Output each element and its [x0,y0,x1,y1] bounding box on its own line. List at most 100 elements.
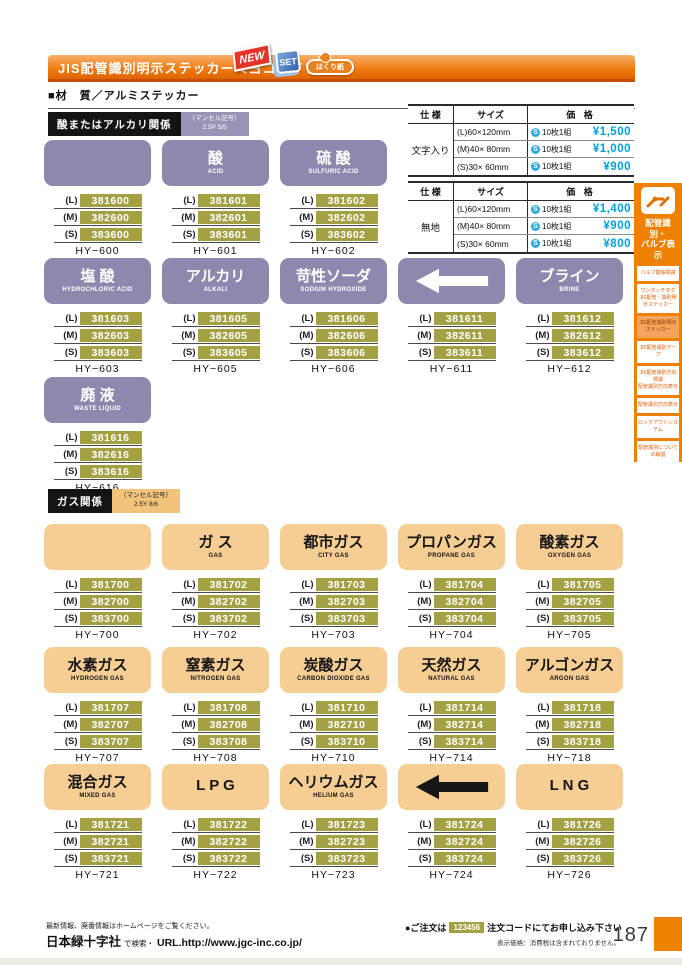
order-code-row: (L) 381611 [407,311,496,327]
product-row-alkali-2: 塩 酸 HYDROCHLORIC ACID (L) 381603 (M) [44,258,636,375]
size-label: (M) [299,596,314,607]
sidebar-item[interactable]: JIS配管識別方向標識 配管識別方向表示 [637,365,679,395]
price-rows: (L)60×120mm S 10枚1組 ¥1,400 (M)40× 80mm S [454,201,634,252]
sticker-title-jp: 酸素ガス [539,534,600,552]
order-code: 381708 [197,701,260,714]
order-code-row: (L) 381702 [171,577,260,593]
size-label: (M) [535,330,550,341]
price-table-plain: 仕 様 サイズ 価 格 無地 (L)60×120mm S 10枚1組 ¥1,40… [408,181,634,254]
sidebar-item[interactable]: 配管識別方向表示 [637,397,679,413]
search-hint: で検索・ [124,939,155,948]
order-code-table: (L) 381611 (M) 382611 (S) 383611 [407,311,496,361]
order-code-row: (L) 381714 [407,700,496,716]
size-label: (M) [417,836,432,847]
order-code: 381718 [551,701,614,714]
model-number: HY−702 [193,629,238,641]
order-code-row: (M) 382708 [171,717,260,733]
order-code: 383703 [315,612,378,625]
order-code-row: (M) 382724 [407,834,496,850]
sticker-preview: 塩 酸 HYDROCHLORIC ACID [44,258,151,304]
section-header-acid-alkali: 酸またはアルカリ関係 （マンセル記号） 2.5P 5/5 [48,112,249,136]
order-code-row: (S) 383710 [289,734,378,750]
order-code-row: (M) 382702 [171,594,260,610]
product-item: ブライン BRINE (L) 381612 (M) 382612 [516,258,623,375]
order-code: 383600 [79,228,142,241]
sticker-title-jp: ヘリウムガス [288,774,379,792]
order-code-table: (L) 381603 (M) 382603 (S) 383603 [53,311,142,361]
set-icon: S [531,162,540,171]
sticker-title-en: HYDROGEN GAS [71,675,124,682]
order-code: 383722 [197,852,260,865]
order-code-table: (L) 381721 (M) 382721 (S) 383721 [53,817,142,867]
sidebar-item[interactable]: 配管識別についての解説 [637,440,679,463]
order-code-table: (L) 381714 (M) 382714 (S) 383714 [407,700,496,750]
sticker-preview: 硫 酸 SULFURIC ACID [280,140,387,186]
order-code-row: (L) 381612 [525,311,614,327]
order-code-table: (L) 381600 (M) 382600 (S) 383600 [53,193,142,243]
page-number: 187 [612,924,649,946]
order-code: 383710 [315,735,378,748]
order-code: 381605 [197,312,260,325]
company-url[interactable]: URL.http://www.jgc-inc.co.jp/ [157,937,302,949]
product-item: 混合ガス MIXED GAS (L) 381721 (M) 38272 [44,764,151,881]
sticker-title-jp: L N G [549,777,590,795]
size-label: (S) [64,853,78,864]
size-label: (S) [418,736,432,747]
sticker-title-en: GAS [208,552,223,559]
left-arrow-icon [415,774,488,800]
order-code: 382710 [315,718,378,731]
size-label: (S) [64,736,78,747]
sticker-preview: 窒素ガス NITROGEN GAS [162,647,269,693]
peel-paper-badge: はくり紙 [306,59,354,75]
order-code: 382726 [551,835,614,848]
sidebar-item[interactable]: JIS配管識別テープ [637,340,679,363]
order-code-table: (L) 381602 (M) 382602 (S) 383602 [289,193,378,243]
model-number: HY−603 [75,363,120,375]
size-label: (L) [301,702,314,713]
product-row-alkali-1: (L) 381600 (M) 382600 (S) 383600 [44,140,636,257]
order-code-row: (M) 382611 [407,328,496,344]
product-item: 酸素ガス OXYGEN GAS (L) 381705 (M) 3827 [516,524,623,641]
size-label: (M) [535,719,550,730]
size-label: (S) [182,229,196,240]
price-cell: S 10枚1組 ¥800 [528,238,634,250]
price-row: (L)60×120mm S 10枚1組 ¥1,400 [454,201,634,218]
sticker-preview: 酸素ガス OXYGEN GAS [516,524,623,570]
sidebar-item[interactable]: JIS配管識別明示ステッカー [637,315,679,338]
sticker-preview: 廃 液 WASTE LIQUID [44,377,151,423]
size-label: (L) [183,702,196,713]
order-code-row: (S) 383605 [171,345,260,361]
size-label: (M) [63,836,78,847]
sticker-title-jp: 炭酸ガス [303,657,364,675]
order-prefix: ●ご注文は [405,923,447,933]
size-cell: (M)40× 80mm [454,218,528,234]
sidebar-item[interactable]: ロックアウトシステム [637,415,679,438]
order-code: 382724 [433,835,496,848]
order-code: 382602 [315,211,378,224]
size-label: (L) [183,819,196,830]
sticker-title-jp: ブライン [539,268,600,286]
order-code: 381724 [433,818,496,831]
order-code: 383611 [433,346,496,359]
sticker-preview [44,140,151,186]
sidebar-item[interactable]: ワンタッチタグ JIS配管・識別明示ステッカー [637,283,679,313]
sticker-preview: アルゴンガス ARGON GAS [516,647,623,693]
order-code-row: (L) 381721 [53,817,142,833]
sticker-preview: 天然ガス NATURAL GAS [398,647,505,693]
order-code-row: (M) 382605 [171,328,260,344]
sticker-title-jp: アルゴンガス [524,657,615,675]
sticker-preview [44,524,151,570]
model-number: HY−612 [547,363,592,375]
order-code: 382605 [197,329,260,342]
size-label: (L) [419,702,432,713]
order-code: 382606 [315,329,378,342]
sticker-title-jp: 苛性ソーダ [295,268,371,286]
sidebar-title: 配管識別・ バルブ表示 [640,218,675,260]
product-item: ヘリウムガス HELIUM GAS (L) 381723 (M) 38 [280,764,387,881]
set-quantity: 10枚1組 [542,144,572,154]
sticker-title-jp: 都市ガス [303,534,364,552]
sidebar-item[interactable]: バルブ関係標識 [637,265,679,281]
size-label: (S) [300,736,314,747]
model-number: HY−721 [75,869,120,881]
order-code-row: (M) 382616 [53,447,142,463]
